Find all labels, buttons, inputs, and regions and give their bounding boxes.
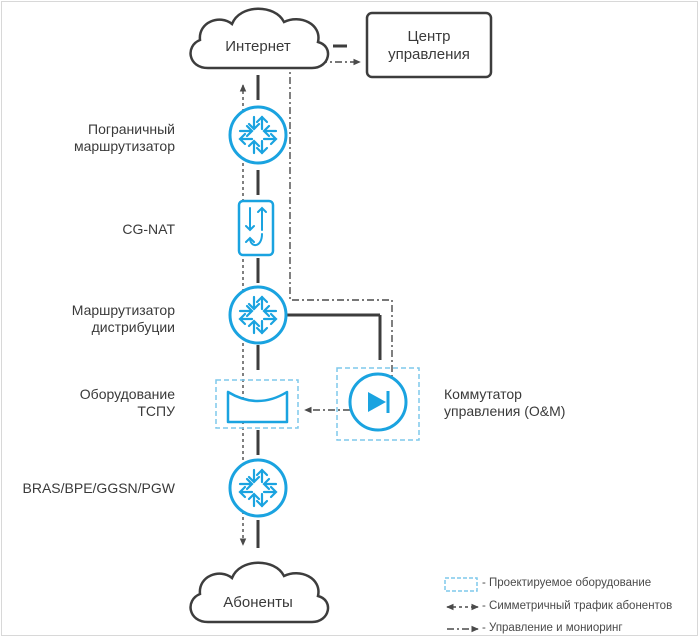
border-router-icon — [228, 105, 288, 165]
legend-symmetric-traffic: - Симметричный трафик абонентов — [482, 600, 673, 612]
cgnat-icon — [237, 199, 275, 257]
backbone-line — [256, 44, 382, 548]
tspu-dashed-box — [215, 379, 299, 429]
bras-router-icon — [228, 458, 288, 518]
control-center-box — [365, 11, 493, 79]
om-switch-dashed-box — [336, 367, 420, 441]
legend-management: - Управление и мониоринг — [482, 622, 623, 634]
tspu-label: Оборудование ТСПУ — [79, 386, 175, 419]
subscribers-cloud — [189, 561, 330, 624]
control-center-label: Центр управления — [388, 28, 470, 63]
internet-cloud — [189, 7, 330, 70]
legend-dashed-box-swatch — [444, 577, 478, 592]
om-switch-icon — [348, 372, 408, 432]
internet-label: Интернет — [225, 38, 291, 55]
bras-label: BRAS/BPE/GGSN/PGW — [22, 480, 175, 496]
management-line — [289, 58, 393, 414]
distribution-router-label: Маршрутизатор дистрибуции — [71, 302, 175, 335]
distribution-router-icon — [228, 285, 288, 345]
legend-designed-equipment: - Проектируемое оборудование — [482, 577, 652, 589]
tspu-icon — [226, 390, 289, 424]
om-switch-label: Коммутатор управления (O&M) — [444, 386, 566, 419]
cgnat-label: CG-NAT — [122, 221, 175, 237]
border-router-label: Пограничный маршрутизатор — [73, 121, 175, 154]
subscribers-label: Абоненты — [223, 594, 293, 611]
